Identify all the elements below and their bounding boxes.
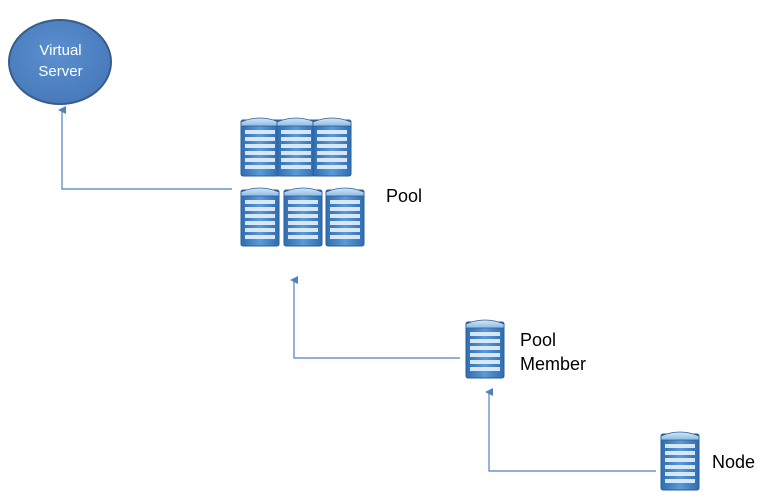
server-icon <box>325 187 365 247</box>
virtual-server-label-line1: Virtual <box>39 42 82 59</box>
pool-member-server-icon[interactable] <box>465 319 505 379</box>
node-label: Node <box>712 452 756 472</box>
server-icon <box>276 117 316 177</box>
pool-member-label-line1: Pool <box>520 330 557 350</box>
server-icon <box>660 431 700 491</box>
server-icon <box>465 319 505 379</box>
connector-pool-to-virtual-server <box>58 106 232 190</box>
virtual-server-node[interactable] <box>8 19 112 105</box>
node-server-icon[interactable] <box>660 431 700 491</box>
connector-node-to-pool-member <box>485 388 656 472</box>
server-icon <box>240 187 280 247</box>
server-icon <box>283 187 323 247</box>
pool-member-label: Pool Member <box>520 328 586 376</box>
server-icon <box>240 117 280 177</box>
virtual-server-label: Virtual Server <box>10 40 111 82</box>
pool-label: Pool <box>386 186 423 206</box>
server-icon <box>312 117 352 177</box>
virtual-server-label-line2: Server <box>38 63 83 80</box>
connector-pool-member-to-pool <box>290 276 460 359</box>
pool-member-label-line2: Member <box>520 354 587 374</box>
pool-server-rack-icon[interactable] <box>240 117 365 247</box>
